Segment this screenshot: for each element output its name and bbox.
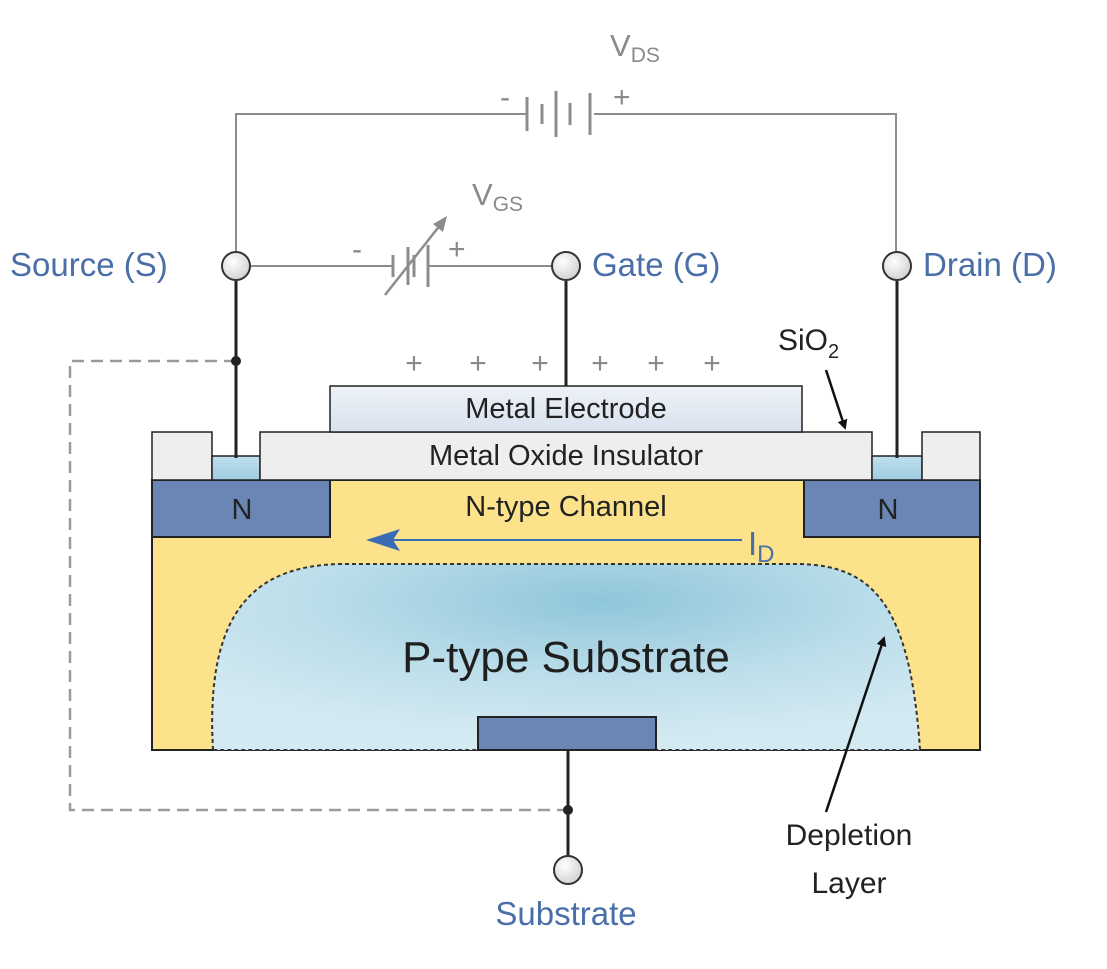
gate-charge: + bbox=[647, 347, 665, 380]
vds-plus: + bbox=[613, 81, 631, 114]
vds-circuit: - + VDS bbox=[235, 28, 897, 251]
terminal-leads bbox=[234, 281, 899, 856]
oxide-pad-left bbox=[151, 431, 213, 481]
current-arrowhead-icon bbox=[366, 529, 400, 551]
vgs-minus: - bbox=[352, 233, 362, 266]
drain-current-sub: D bbox=[757, 541, 774, 568]
vgs-plus: + bbox=[448, 233, 466, 266]
gate-charge: + bbox=[405, 347, 423, 380]
gate-label: Gate (G) bbox=[592, 246, 720, 283]
substrate-label: Substrate bbox=[495, 895, 636, 932]
source-terminal-icon bbox=[221, 251, 251, 281]
metal-oxide-insulator-label: Metal Oxide Insulator bbox=[429, 440, 703, 472]
depletion-label-line1: Depletion bbox=[786, 819, 913, 852]
substrate-junction-dot-icon bbox=[563, 805, 573, 815]
vds-label: VDS bbox=[610, 28, 660, 67]
drain-current-main: I bbox=[748, 525, 757, 562]
vgs-label-main: V bbox=[472, 177, 493, 212]
vds-battery-icon bbox=[525, 91, 592, 137]
substrate-contact-block bbox=[477, 716, 657, 751]
vds-label-main: V bbox=[610, 28, 631, 63]
gate-charge: + bbox=[469, 347, 487, 380]
vgs-label-sub: GS bbox=[493, 193, 523, 216]
vds-wire-left bbox=[235, 113, 527, 251]
p-type-substrate-label: P-type Substrate bbox=[402, 633, 730, 682]
source-label: Source (S) bbox=[10, 246, 168, 283]
substrate-return-wire bbox=[68, 359, 568, 812]
sio2-sub: 2 bbox=[828, 341, 839, 363]
mosfet-body bbox=[151, 385, 981, 751]
substrate-terminal-icon bbox=[553, 855, 583, 885]
sio2-main: SiO bbox=[778, 324, 828, 357]
oxide-pad-right bbox=[921, 431, 981, 481]
gate-charge: + bbox=[531, 347, 549, 380]
gate-charge: + bbox=[703, 347, 721, 380]
drain-current-label: ID bbox=[748, 525, 775, 568]
depletion-layer-region bbox=[211, 563, 922, 751]
depletion-label-line2: Layer bbox=[811, 867, 886, 900]
vgs-circuit: - + VGS bbox=[250, 177, 552, 296]
n-region-right-label: N bbox=[878, 494, 899, 526]
vds-label-sub: DS bbox=[631, 44, 660, 67]
gate-terminal-icon bbox=[551, 251, 581, 281]
metal-electrode bbox=[329, 385, 803, 433]
gate-charge: + bbox=[591, 347, 609, 380]
sio2-pointer-arrow bbox=[824, 369, 848, 430]
drain-label: Drain (D) bbox=[923, 246, 1057, 283]
drain-current-arrow bbox=[366, 529, 742, 551]
vgs-variable-battery-icon bbox=[384, 216, 447, 296]
source-junction-dot-icon bbox=[231, 356, 241, 366]
n-region-left-label: N bbox=[232, 494, 253, 526]
vds-minus: - bbox=[500, 81, 510, 114]
sio2-label: SiO2 bbox=[778, 324, 839, 363]
metal-electrode-label: Metal Electrode bbox=[465, 393, 667, 425]
gate-charge-row: + + + + + + bbox=[405, 347, 721, 380]
vds-wire-right bbox=[594, 113, 897, 251]
depletion-pointer-arrow bbox=[824, 636, 887, 813]
drain-terminal-icon bbox=[882, 251, 912, 281]
vgs-label: VGS bbox=[472, 177, 523, 216]
source-contact bbox=[211, 455, 261, 481]
drain-contact bbox=[871, 455, 923, 481]
n-type-channel-label: N-type Channel bbox=[465, 491, 667, 523]
